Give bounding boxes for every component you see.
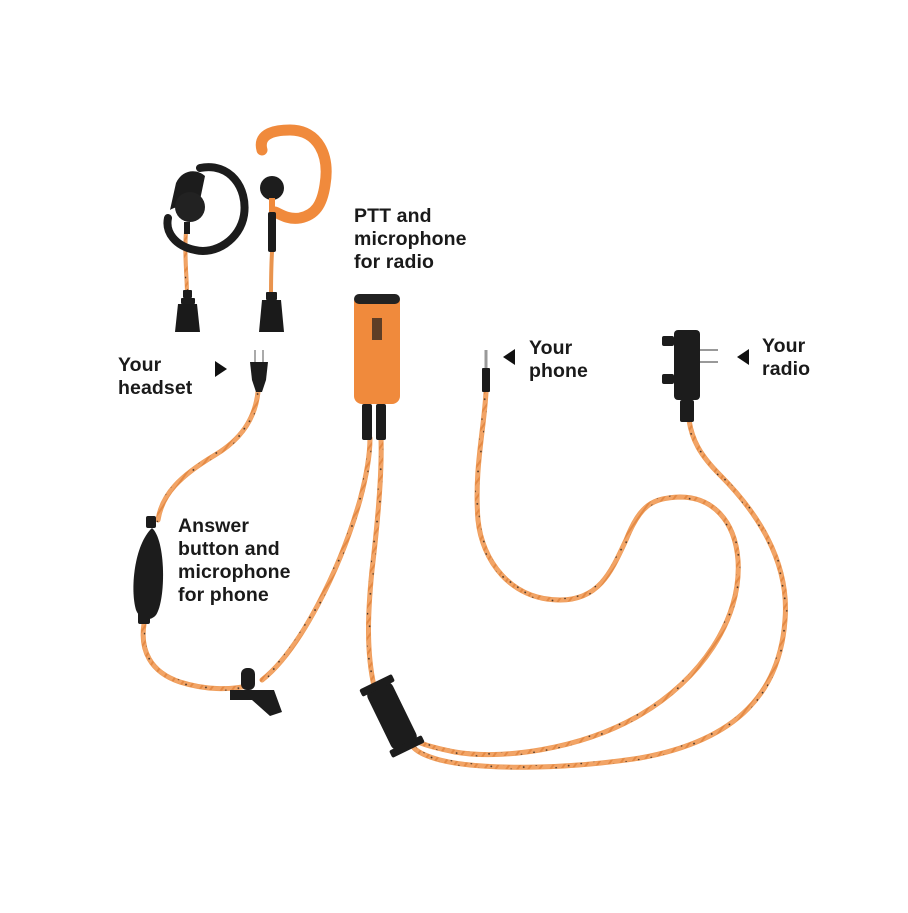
black-d-ring-earpiece xyxy=(163,163,249,332)
headset-2-pin-connector xyxy=(250,350,268,392)
cable-orange-earpiece xyxy=(269,250,274,300)
lapel-clip xyxy=(230,668,282,716)
cable-phone xyxy=(415,389,741,758)
radio-2-pin-connector xyxy=(662,330,718,422)
headset-socket-black xyxy=(175,304,200,332)
cable-headset-to-answer xyxy=(155,389,261,523)
label-your-headset: Your headset xyxy=(118,354,193,399)
label-your-radio: Your radio xyxy=(762,335,811,380)
arrow-right-icon xyxy=(215,361,227,377)
phone-3.5mm-jack xyxy=(482,350,490,392)
label-ptt-microphone: PTT and microphone for radio xyxy=(354,205,467,273)
inline-splitter xyxy=(359,674,425,758)
orange-ear-hook-earpiece xyxy=(255,124,332,332)
arrow-left-icon xyxy=(503,349,515,365)
cables xyxy=(140,230,788,770)
label-answer-button: Answer button and microphone for phone xyxy=(178,515,291,606)
headset-socket-orange xyxy=(259,300,284,332)
arrow-left-icon xyxy=(737,349,749,365)
ptt-unit xyxy=(354,294,400,440)
cable-radio xyxy=(411,417,788,770)
cable-answer-to-clip xyxy=(140,621,250,692)
inline-answer-button xyxy=(133,516,164,624)
label-your-phone: Your phone xyxy=(529,337,588,382)
